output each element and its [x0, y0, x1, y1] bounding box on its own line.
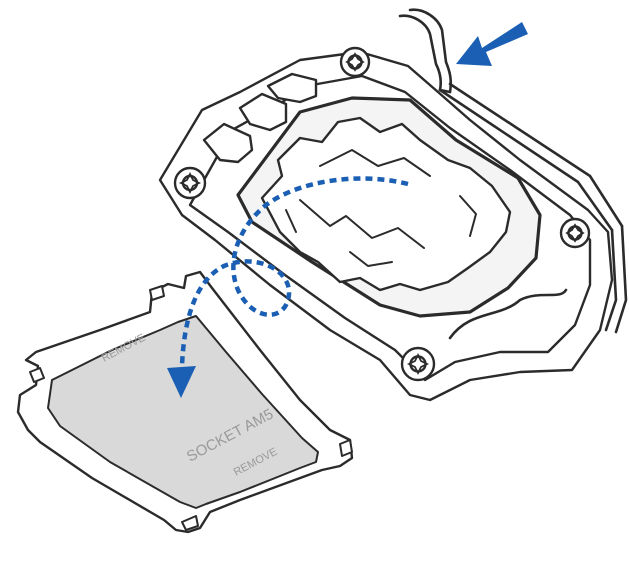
- dotted-curve-arrow-icon: [167, 176, 409, 398]
- left-clip: [202, 122, 254, 164]
- field-notches: [285, 149, 477, 267]
- screw-group: [173, 46, 591, 382]
- torx-screw-icon: [559, 217, 591, 249]
- left-clip-3: [266, 72, 318, 104]
- socket-assembly: [158, 50, 614, 402]
- arrow-left-down-icon: [456, 22, 528, 66]
- torx-screw-icon: [400, 346, 436, 382]
- cover-plate: [47, 315, 319, 509]
- load-lever: [398, 8, 628, 334]
- torx-screw-icon: [173, 166, 207, 200]
- left-clip-2: [238, 92, 288, 132]
- lever-bend: [448, 288, 568, 340]
- socket-cover: REMOVE SOCKET AM5 REMOVE: [16, 270, 354, 534]
- torx-screw-icon: [339, 46, 371, 78]
- contact-field: [260, 116, 512, 292]
- frame-inner-lip: [188, 74, 592, 382]
- cover-tab-slots: [29, 285, 353, 531]
